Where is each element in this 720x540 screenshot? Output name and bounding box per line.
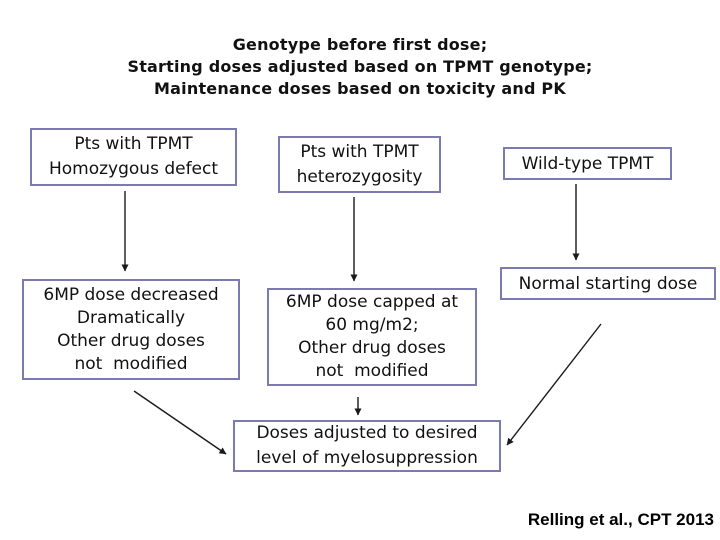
box-normal-starting-dose: Normal starting dose (500, 267, 716, 300)
box-text-line: not modified (315, 361, 429, 381)
box-doses-adjusted-myelosuppression: Doses adjusted to desired level of myelo… (233, 420, 501, 472)
box-text-line: not modified (74, 353, 188, 374)
title-line-1: Genotype before first dose; (232, 35, 488, 54)
citation-text: Relling et al., CPT 2013 (527, 510, 714, 529)
box-text-line: Other drug doses (298, 338, 446, 358)
box-text-line: heterozygosity (296, 166, 423, 187)
box-text-line: Wild-type TPMT (521, 153, 654, 174)
box-6mp-dose-capped: 6MP dose capped at 60 mg/m2; Other drug … (267, 288, 477, 386)
box-text-line: Pts with TPMT (300, 141, 419, 162)
box-text-line: 6MP dose capped at (285, 292, 459, 312)
box-6mp-dose-decreased: 6MP dose decreased Dramatically Other dr… (22, 279, 240, 380)
title-line-2: Starting doses adjusted based on TPMT ge… (127, 57, 593, 76)
title-line-3: Maintenance doses based on toxicity and … (154, 79, 566, 98)
box-text-line: level of myelosuppression (256, 448, 478, 468)
arrow-normal-to-adjusted (506, 323, 602, 446)
box-wild-type-tpmt: Wild-type TPMT (503, 147, 672, 180)
box-text-line: Normal starting dose (518, 273, 698, 294)
box-text-line: 6MP dose decreased (43, 284, 219, 305)
box-text-line: Other drug doses (57, 330, 205, 351)
box-pts-with-tpmt-heterozygosity: Pts with TPMT heterozygosity (278, 136, 441, 193)
box-text-line: 60 mg/m2; (325, 315, 419, 335)
box-text-line: Pts with TPMT (74, 134, 193, 154)
arrow-decreased-to-adjusted (133, 390, 227, 455)
box-text-line: Dramatically (76, 307, 186, 328)
box-text-line: Homozygous defect (48, 159, 219, 179)
slide-title: Genotype before first dose; Starting dos… (0, 34, 720, 100)
box-pts-with-tpmt-homozygous-defect: Pts with TPMT Homozygous defect (30, 128, 237, 186)
box-text-line: Doses adjusted to desired (256, 423, 478, 443)
